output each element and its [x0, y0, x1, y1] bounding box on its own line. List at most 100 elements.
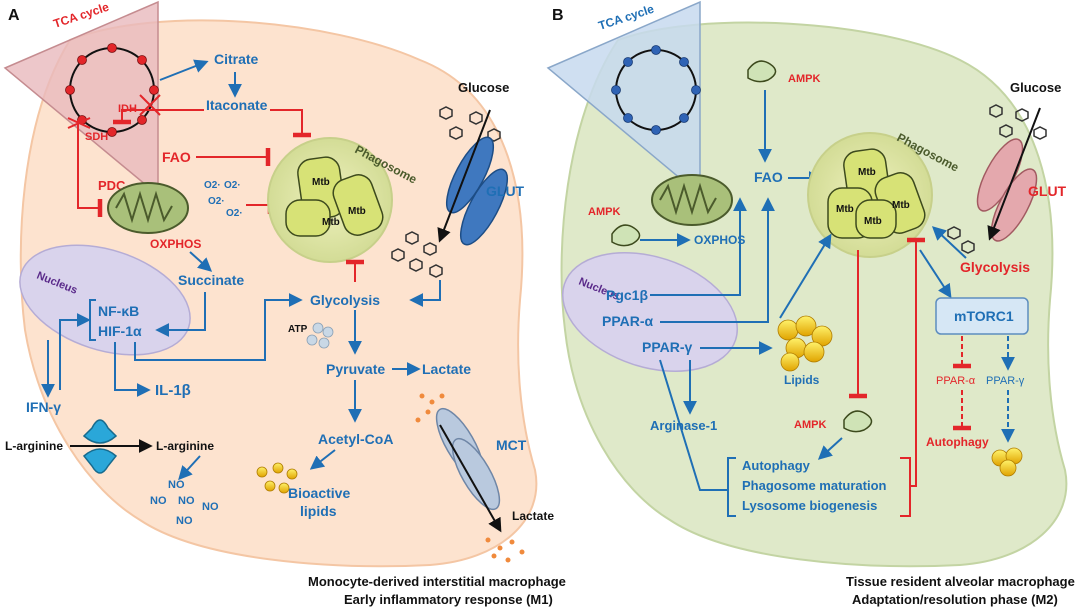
tca-intermediate-dots-b: [611, 45, 701, 135]
arginine-transporter: [82, 419, 118, 474]
mitochondrion-a: [107, 182, 189, 234]
arginase-label: Arginase-1: [650, 418, 717, 433]
mtorc1-box: [935, 297, 1029, 335]
lysosome-biogenesis-label: Lysosome biogenesis: [742, 498, 877, 513]
svg-text:Mtb: Mtb: [858, 167, 876, 178]
bioactive-lipids-label-2: lipids: [300, 503, 337, 519]
caption-b-2: Adaptation/resolution phase (M2): [852, 592, 1058, 607]
pparg-to-autophagy-arrow: [659, 359, 728, 491]
pparg-small-label: PPAR-γ: [986, 375, 1025, 387]
svg-text:NO: NO: [178, 495, 195, 507]
phagosome-maturation-label: Phagosome maturation: [742, 478, 887, 493]
glycolysis-label-b: Glycolysis: [960, 259, 1030, 275]
mtb-bacilli-b: Mtb Mtb Mtb Mtb: [827, 148, 926, 239]
caption-a-2: Early inflammatory response (M1): [344, 592, 553, 607]
hif-to-glycolysis-arrow: [134, 293, 303, 361]
panel-a: A TCA cycle IDH SDH Citrate Itaconate FA…: [3, 0, 566, 607]
svg-text:NO: NO: [168, 479, 185, 491]
mct-label: MCT: [496, 437, 527, 453]
nfkb-label: NF-κB: [98, 303, 139, 319]
pdc-label: PDC: [98, 178, 126, 193]
succinate-label: Succinate: [178, 272, 244, 288]
ampk-label-bottom: AMPK: [794, 419, 826, 431]
ampk-icon-top: [747, 60, 777, 83]
bioactive-lipids-label-1: Bioactive: [288, 485, 350, 501]
lipid-droplets-a: [256, 462, 298, 494]
lactate-export-arrow: [439, 424, 502, 533]
tca-intermediate-dots: [65, 43, 159, 137]
glucose-molecules-a: [391, 106, 501, 278]
nucleus-a: [19, 244, 191, 356]
glut-transporter-b: [976, 138, 1038, 242]
glycolysis-label-a: Glycolysis: [310, 292, 380, 308]
ampk-label-top: AMPK: [788, 73, 820, 85]
caption-a-1: Monocyte-derived interstitial macrophage: [308, 574, 566, 589]
autophagy-small-label: Autophagy: [926, 435, 989, 449]
acetyl-coa-label: Acetyl-CoA: [318, 431, 393, 447]
glucose-uptake-arrow-a: [437, 109, 491, 243]
autophagy-inhibit-mtb: [907, 237, 925, 487]
mtb-bacilli-a: Mtb Mtb Mtb: [285, 156, 384, 237]
fao-label: FAO: [162, 149, 191, 165]
glucose-label-a: Glucose: [458, 80, 509, 95]
svg-text:Mtb: Mtb: [312, 177, 330, 188]
autophagy-bracket: [727, 457, 736, 517]
idh-block: [139, 94, 161, 116]
oxphos-to-succinate-arrow: [189, 251, 213, 272]
atp-spheres: [306, 322, 334, 349]
pdc-inhibit-arrow: [77, 120, 103, 217]
oxphos-label: OXPHOS: [150, 237, 201, 251]
acetylcoa-to-lipids-arrow: [309, 449, 336, 470]
itaconate-inhibits-mtb: [270, 109, 311, 138]
ros-labels: O2· O2· O2· O2·: [204, 180, 243, 219]
pparg-label: PPAR-γ: [642, 339, 693, 355]
itaconate-inhibits-sdh: [113, 109, 204, 125]
l-arginine-out-label: L-arginine: [5, 439, 63, 453]
atp-label: ATP: [288, 324, 308, 335]
glucose-molecules-b: [947, 104, 1047, 254]
oxphos-label-b: OXPHOS: [694, 233, 745, 247]
svg-text:NO: NO: [150, 495, 167, 507]
sdh-label: SDH: [85, 131, 108, 143]
il1b-label: IL-1β: [155, 382, 191, 399]
svg-text:O2·: O2·: [226, 208, 243, 219]
ampk-icon-left: [611, 224, 641, 247]
svg-text:NO: NO: [202, 501, 219, 513]
glycolysis-to-mtb-arrow: [931, 226, 967, 259]
lipid-droplets-b: [777, 315, 833, 372]
pgc1b-label: Pgc1β: [606, 287, 648, 303]
pgc1b-to-fao-arrow: [650, 197, 747, 296]
panel-b: B TCA cycle AMPK FAO AMPK OXPHOS Phagoso…: [546, 0, 1075, 607]
arginine-to-no-arrow: [178, 455, 201, 481]
lipids-to-mtb-arrow: [779, 233, 832, 319]
lipids-label: Lipids: [784, 373, 820, 387]
lactate-label: Lactate: [422, 361, 471, 377]
glut-label-b: GLUT: [1028, 183, 1067, 199]
panel-b-letter: B: [552, 7, 564, 24]
svg-text:O2·: O2·: [224, 180, 241, 191]
glut-label-a: GLUT: [486, 183, 525, 199]
no-labels: NO NO NO NO NO: [150, 479, 219, 527]
lactate-out-label: Lactate: [512, 509, 554, 523]
lipid-droplets-small-b: [991, 447, 1023, 477]
ppara-to-fao-arrow: [660, 197, 775, 323]
itaconate-label: Itaconate: [206, 97, 268, 113]
lactate-droplets-out: [485, 537, 525, 563]
svg-text:O2·: O2·: [204, 180, 221, 191]
svg-text:O2·: O2·: [208, 196, 225, 207]
tca-to-citrate-arrow: [159, 59, 209, 81]
svg-text:Mtb: Mtb: [348, 206, 366, 217]
hif-to-il1b-arrow: [114, 342, 151, 397]
autophagy-label: Autophagy: [742, 458, 811, 473]
ampk-label-left: AMPK: [588, 206, 620, 218]
svg-text:Mtb: Mtb: [892, 200, 910, 211]
ifng-to-nucleus-arrow: [59, 313, 91, 390]
mtb-to-mtorc1-arrow: [919, 249, 952, 299]
succinate-to-hif-arrow: [155, 292, 206, 337]
ampk-to-autophagy-arrow: [817, 437, 843, 460]
svg-text:NO: NO: [176, 515, 193, 527]
ppara-small-label: PPAR-α: [936, 375, 976, 387]
tca-triangle: [3, 0, 159, 197]
mtorc1-label: mTORC1: [954, 308, 1014, 324]
